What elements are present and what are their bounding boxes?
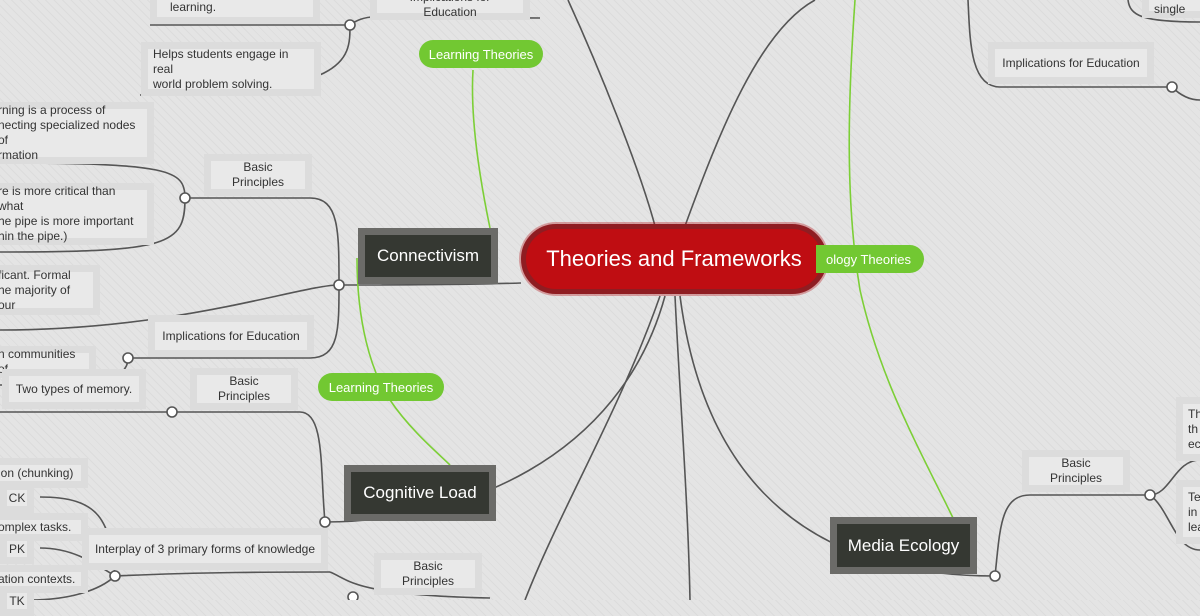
connector-root-bottom xyxy=(674,295,691,600)
junction-knob-connectivism-basic[interactable] xyxy=(179,192,191,204)
leaf-media-node2[interactable]: Te in lea xyxy=(1176,480,1200,544)
topic-connectivism[interactable]: Connectivism xyxy=(358,228,498,284)
connector-interplay xyxy=(114,571,331,577)
connector-cognitive-basic xyxy=(172,411,326,523)
connector-connectivism-fragment xyxy=(0,284,340,331)
topic-media-ecology[interactable]: Media Ecology xyxy=(830,517,977,574)
connector-media-basic xyxy=(994,494,1150,577)
leaf-connectivism-basic-principles[interactable]: Basic Principles xyxy=(204,154,312,196)
junction-knob-connectivism-implications[interactable] xyxy=(122,352,134,364)
leaf-implications-top-left[interactable]: Implications for Education xyxy=(370,0,530,20)
junction-knob-media-ecology[interactable] xyxy=(989,570,1001,582)
leaf-formal-learning[interactable]: ficant. Formal he majority of our xyxy=(0,265,100,315)
leaf-pipe-more-important[interactable]: re is more critical than what he pipe is… xyxy=(0,183,154,245)
tag-learning-theories-top[interactable]: Learning Theories xyxy=(419,40,543,68)
junction-knob-cognitive-basic[interactable] xyxy=(166,406,178,418)
connector-root-top-left xyxy=(567,0,656,227)
connector-basic-bottom xyxy=(329,571,491,599)
root-topic[interactable]: Theories and Frameworks xyxy=(521,224,827,294)
junction-knob-top-right[interactable] xyxy=(1166,81,1178,93)
connector-media-node2 xyxy=(1149,494,1200,551)
tag-label: Learning Theories xyxy=(428,46,534,62)
leaf-connectivism-implications[interactable]: Implications for Education xyxy=(148,315,314,357)
junction-knob-tpack-basic[interactable] xyxy=(347,591,359,600)
leaf-learning-process[interactable]: rning is a process of necting specialize… xyxy=(0,102,154,164)
connector-root-bottom-left xyxy=(524,295,661,600)
connector-connectivism-basic xyxy=(185,197,340,286)
leaf-real-world-problem-solving[interactable]: Helps students engage in real world prob… xyxy=(141,42,321,96)
topic-connectivism-title: Connectivism xyxy=(376,246,480,265)
connector-root-connectivism xyxy=(338,282,522,286)
junction-knob-connectivism[interactable] xyxy=(333,279,345,291)
junction-knob-tpack[interactable] xyxy=(109,570,121,582)
leaf-cognitive-basic-principles[interactable]: Basic Principles xyxy=(190,368,298,410)
leaf-top-right-implications[interactable]: Implications for Education xyxy=(988,42,1154,84)
leaf-tk[interactable]: TK xyxy=(0,586,34,616)
leaf-pk[interactable]: PK xyxy=(0,534,34,564)
green-link-media-ecology xyxy=(848,0,956,523)
connector-pk xyxy=(39,547,116,577)
connector-connectivism-implications xyxy=(128,284,340,359)
leaf-top-right-fragment[interactable]: Not single xyxy=(1142,0,1200,18)
tag-ecology-theories[interactable]: ology Theories xyxy=(816,245,924,273)
leaf-complex-tasks[interactable]: omplex tasks. xyxy=(0,513,88,541)
leaf-media-basic-principles[interactable]: Basic Principles xyxy=(1022,450,1130,492)
tag-label: ology Theories xyxy=(826,251,912,267)
connector-root-top-right xyxy=(684,0,816,227)
leaf-learning[interactable]: learning. xyxy=(150,0,320,24)
leaf-tpack-basic-principles[interactable]: Basic Principles xyxy=(374,553,482,595)
topic-cognitive-load-title: Cognitive Load xyxy=(363,483,477,502)
leaf-media-node1[interactable]: Th th ec xyxy=(1176,397,1200,461)
tag-learning-theories-cognitive[interactable]: Learning Theories xyxy=(318,373,444,401)
root-topic-title: Theories and Frameworks xyxy=(546,246,802,271)
connector-basic-node2 xyxy=(0,197,186,253)
topic-media-ecology-title: Media Ecology xyxy=(847,535,960,555)
junction-knob-media-basic[interactable] xyxy=(1144,489,1156,501)
green-link-connectivism xyxy=(471,69,491,229)
leaf-ck[interactable]: CK xyxy=(0,483,34,513)
green-link-connectivism-cognitive xyxy=(356,257,451,466)
leaf-interplay-knowledge[interactable]: Interplay of 3 primary forms of knowledg… xyxy=(82,528,328,570)
tag-label: Learning Theories xyxy=(328,379,434,395)
leaf-two-types-memory[interactable]: Two types of memory. xyxy=(2,369,146,409)
connector-top-right-implications xyxy=(967,0,1172,88)
junction-knob-top-left[interactable] xyxy=(344,19,356,31)
junction-knob-cognitive-load[interactable] xyxy=(319,516,331,528)
topic-cognitive-load[interactable]: Cognitive Load xyxy=(344,465,496,521)
